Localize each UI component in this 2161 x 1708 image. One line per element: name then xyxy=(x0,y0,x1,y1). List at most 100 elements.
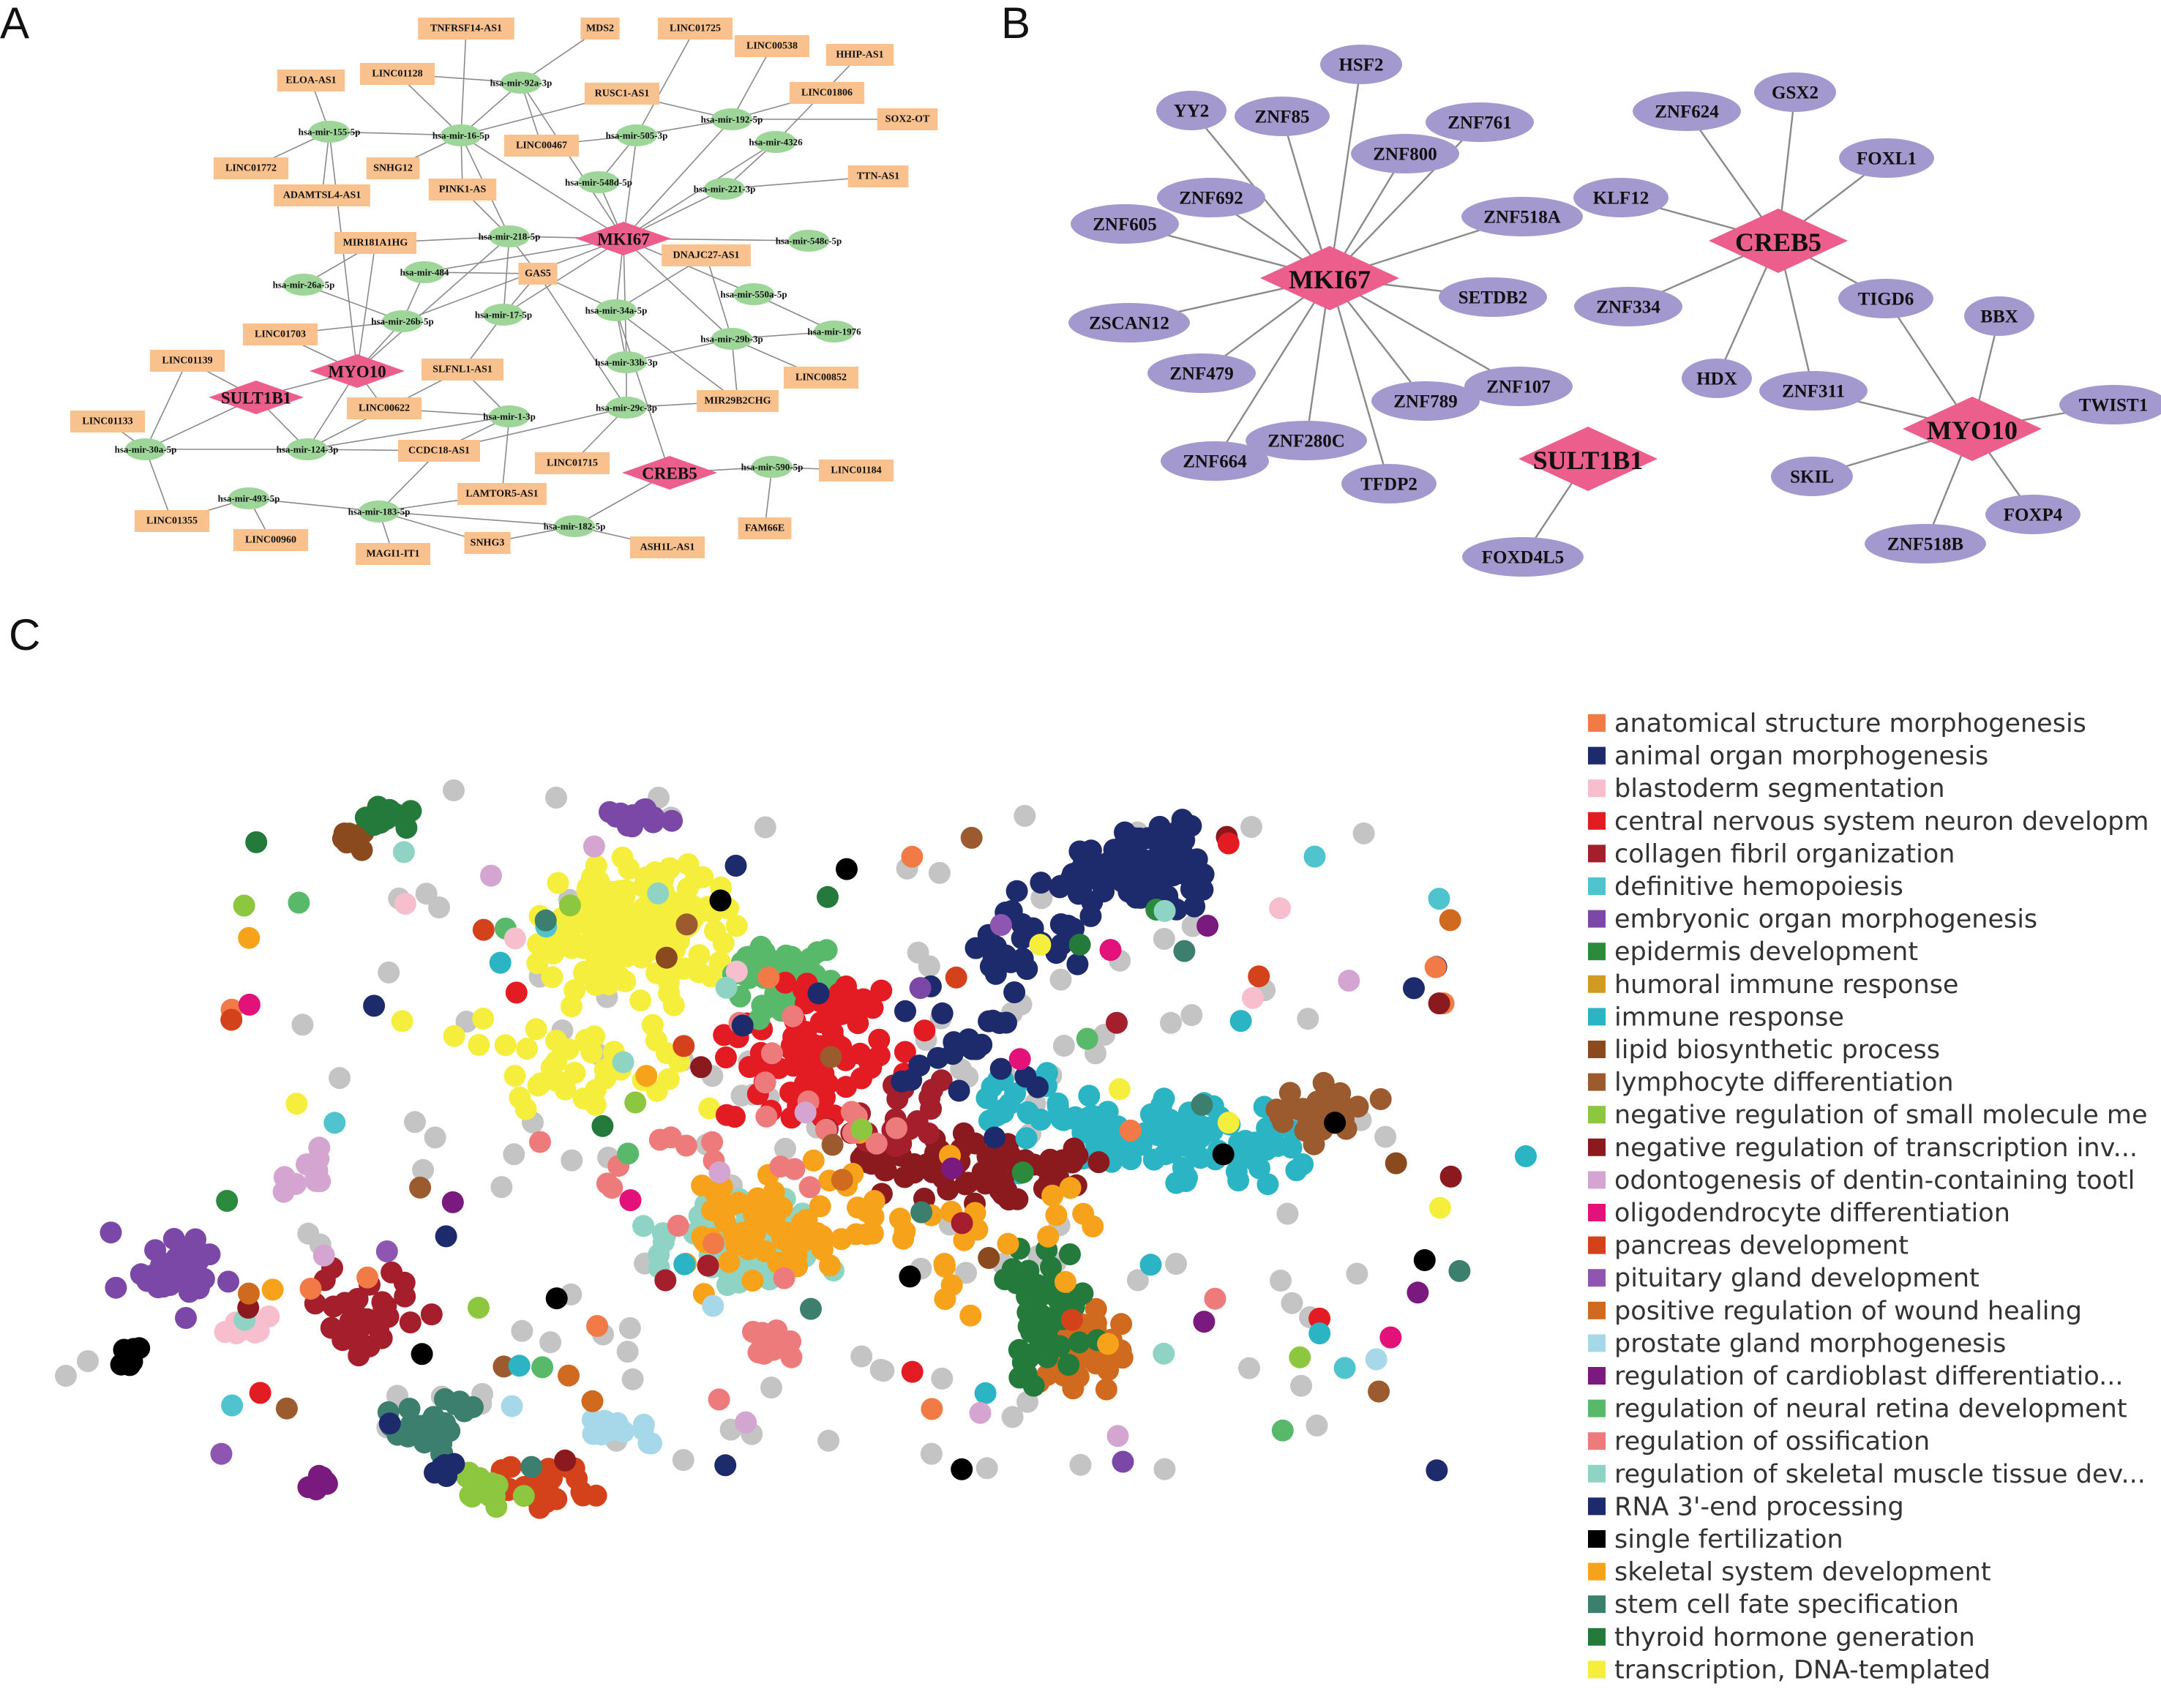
legend-swatch-negative-regulation-of-transcription-inv xyxy=(1588,1138,1606,1156)
panel-a-edge xyxy=(501,416,510,495)
scatter-point-skeletal-system-development xyxy=(1097,1333,1120,1355)
scatter-point-transcription-dna-templated xyxy=(1108,1078,1131,1101)
scatter-point-skeletal-system-development xyxy=(737,1221,759,1243)
mirna-label-hsa-mir-17-5p: hsa-mir-17-5p xyxy=(475,310,532,321)
scatter-point-unassigned xyxy=(415,883,438,905)
scatter-point-immune-response xyxy=(489,951,512,974)
scatter-point-regulation-of-ossification xyxy=(782,1005,804,1027)
scatter-point-regulation-of-neural-retina-development xyxy=(288,891,310,914)
panel-c-legend: anatomical structure morphogenesisanimal… xyxy=(1588,709,2149,1685)
scatter-point-animal-organ-morphogenesis xyxy=(1426,1459,1448,1482)
lncrna-label-linc01355: LINC01355 xyxy=(146,516,198,527)
legend-swatch-oligodendrocyte-differentiation xyxy=(1588,1204,1606,1221)
scatter-point-unassigned xyxy=(55,1365,77,1387)
scatter-point-unassigned xyxy=(428,896,450,918)
tf-node-znf518a xyxy=(1461,197,1583,236)
mirna-node-hsa-mir-218-5p xyxy=(489,225,530,247)
scatter-point-prostate-gland-morphogenesis xyxy=(702,1295,724,1317)
legend-label-transcription-dna-templated: transcription, DNA-templated xyxy=(1614,1655,1990,1685)
legend-label-lipid-biosynthetic-process: lipid biosynthetic process xyxy=(1614,1035,1940,1065)
mirna-node-hsa-mir-548d-5p xyxy=(578,171,619,193)
scatter-point-lymphocyte-differentiation xyxy=(1368,1380,1390,1403)
panel-a-edge xyxy=(537,273,627,408)
scatter-point-regulation-of-skeletal-muscle-tissue-dev xyxy=(715,976,738,999)
legend-label-regulation-of-neural-retina-development: regulation of neural retina development xyxy=(1614,1395,2127,1424)
scatter-point-stem-cell-fate-specification xyxy=(1191,1093,1213,1116)
scatter-point-odontogenesis-of-dentin-containing-tootl xyxy=(302,1153,325,1175)
scatter-point-transcription-dna-templated xyxy=(577,962,600,984)
tf-node-hdx xyxy=(1682,359,1752,398)
scatter-point-regulation-of-ossification xyxy=(779,1330,802,1352)
scatter-point-thyroid-hormone-generation xyxy=(1057,1354,1080,1376)
scatter-point-regulation-of-neural-retina-development xyxy=(1271,1419,1294,1442)
scatter-point-negative-regulation-of-transcription-inv xyxy=(690,1056,712,1079)
tf-node-znf280c xyxy=(1246,421,1367,460)
legend-label-negative-regulation-of-small-molecule-me: negative regulation of small molecule me xyxy=(1614,1101,2148,1130)
lncrna-label-linc01128: LINC01128 xyxy=(372,69,422,80)
tf-label-yy2: YY2 xyxy=(1174,102,1210,121)
panel-b-edge xyxy=(1328,277,1390,484)
scatter-point-regulation-of-ossification xyxy=(701,1131,724,1153)
scatter-point-stem-cell-fate-specification xyxy=(910,1201,933,1224)
scatter-point-prostate-gland-morphogenesis xyxy=(581,1409,604,1431)
scatter-point-positive-regulation-of-wound-healing xyxy=(1110,1313,1133,1336)
hub-label-b-mki67: MKI67 xyxy=(1289,265,1371,294)
scatter-point-immune-response xyxy=(1165,1112,1188,1134)
scatter-point-unassigned xyxy=(378,961,400,984)
lncrna-node-linc01355 xyxy=(134,510,210,532)
scatter-point-animal-organ-morphogenesis xyxy=(984,1126,1006,1149)
mirna-label-hsa-mir-590-5p: hsa-mir-590-5p xyxy=(741,462,804,473)
hub-label-b-sult1b1: SULT1B1 xyxy=(1533,446,1644,475)
scatter-point-transcription-dna-templated xyxy=(468,1033,490,1056)
scatter-point-stem-cell-fate-specification xyxy=(1448,1259,1471,1282)
scatter-point-animal-organ-morphogenesis xyxy=(989,1057,1012,1080)
scatter-point-skeletal-system-development xyxy=(238,926,261,949)
scatter-point-regulation-of-ossification xyxy=(755,1105,778,1128)
scatter-point-pancreas-development xyxy=(1060,1308,1083,1331)
scatter-point-unassigned xyxy=(561,1149,583,1172)
mirna-label-hsa-mir-34a-5p: hsa-mir-34a-5p xyxy=(585,305,648,316)
lncrna-node-linc01772 xyxy=(213,157,289,179)
scatter-point-rna-3-end-processing xyxy=(443,1453,465,1475)
scatter-point-prostate-gland-morphogenesis xyxy=(640,1432,662,1455)
scatter-point-regulation-of-ossification xyxy=(667,1215,689,1237)
scatter-point-thyroid-hormone-generation xyxy=(1059,1243,1081,1265)
panel-a-edge xyxy=(307,416,510,450)
scatter-point-negative-regulation-of-transcription-inv xyxy=(1439,1165,1462,1188)
scatter-point-skeletal-system-development xyxy=(1059,1177,1082,1199)
scatter-point-animal-organ-morphogenesis xyxy=(1049,876,1071,899)
scatter-point-lymphocyte-differentiation xyxy=(1297,1111,1320,1134)
scatter-point-regulation-of-ossification xyxy=(1204,1287,1226,1310)
scatter-point-collagen-fibril-organization xyxy=(393,1271,416,1294)
hub-node-a-sult1b1 xyxy=(209,381,304,414)
scatter-point-unassigned xyxy=(1014,804,1036,827)
scatter-point-transcription-dna-templated xyxy=(629,989,652,1012)
legend-label-positive-regulation-of-wound-healing: positive regulation of wound healing xyxy=(1614,1297,2082,1326)
panel-c-label: C xyxy=(9,610,40,659)
hub-label-b-creb5: CREB5 xyxy=(1735,228,1821,257)
lncrna-label-linc01184: LINC01184 xyxy=(831,465,881,476)
lncrna-label-slfnl1-as1: SLFNL1-AS1 xyxy=(432,364,493,375)
mirna-node-hsa-mir-183-5p xyxy=(359,501,400,522)
scatter-point-transcription-dna-templated xyxy=(527,1074,550,1097)
scatter-point-negative-regulation-of-transcription-inv xyxy=(1087,1151,1110,1174)
scatter-point-skeletal-system-development xyxy=(830,1228,853,1251)
scatter-point-immune-response xyxy=(1231,1140,1254,1163)
scatter-point-lymphocyte-differentiation xyxy=(960,826,983,849)
legend-swatch-pancreas-development xyxy=(1588,1236,1606,1254)
mirna-node-hsa-mir-182-5p xyxy=(554,515,595,537)
legend-label-regulation-of-ossification: regulation of ossification xyxy=(1614,1427,1930,1456)
mirna-label-hsa-mir-92a-3p: hsa-mir-92a-3p xyxy=(490,78,553,89)
lncrna-label-linc01772: LINC01772 xyxy=(225,163,277,174)
scatter-point-transcription-dna-templated xyxy=(674,957,696,980)
legend-label-oligodendrocyte-differentiation: oligodendrocyte differentiation xyxy=(1614,1199,2010,1228)
scatter-point-central-nervous-system-neuron-developm xyxy=(801,1063,823,1085)
tf-label-foxp4: FOXP4 xyxy=(2004,506,2063,525)
scatter-point-anatomical-structure-morphogenesis xyxy=(703,1232,725,1255)
scatter-point-single-fertilization xyxy=(836,858,858,880)
scatter-point-transcription-dna-templated xyxy=(391,1010,413,1033)
scatter-point-thyroid-hormone-generation xyxy=(1017,1315,1040,1338)
legend-swatch-regulation-of-ossification xyxy=(1588,1432,1606,1450)
